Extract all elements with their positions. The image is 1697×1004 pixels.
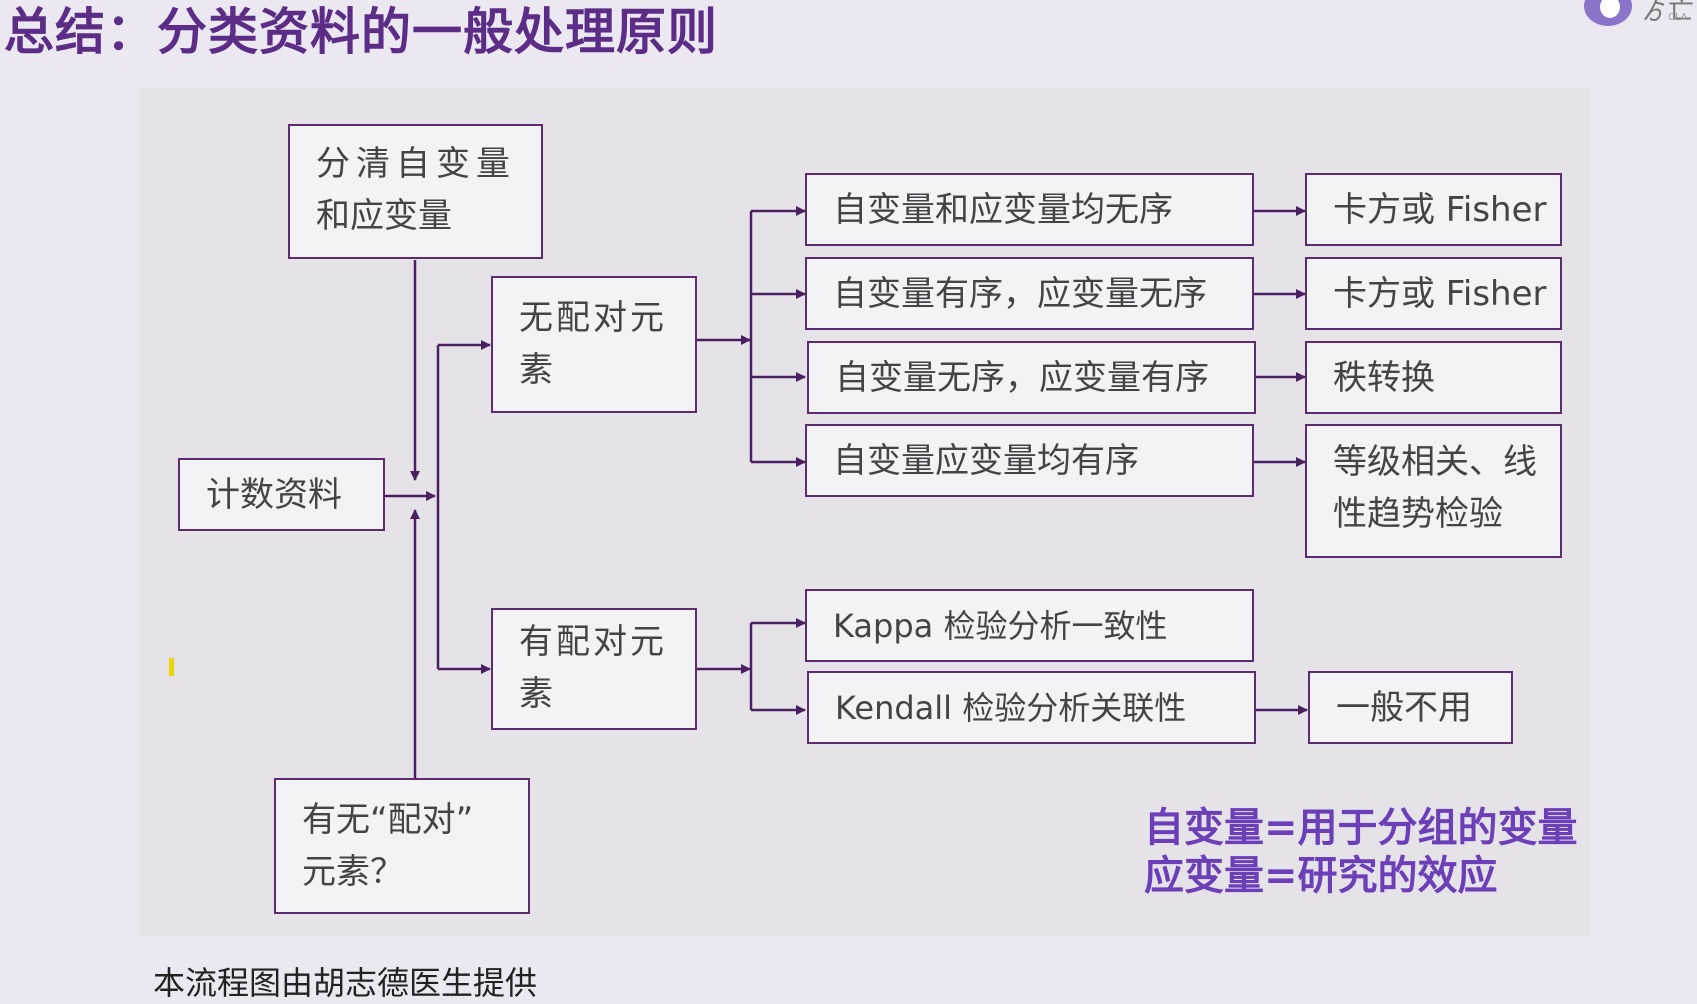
box-has-pairs: 有无“配对” 元素？ — [274, 778, 530, 914]
footer-credit: 本流程图由胡志德医生提供 — [153, 964, 538, 1002]
box-text-line: 自变量和应变量均无序 — [833, 189, 1173, 230]
box-paired-method: 一般不用 — [1308, 671, 1513, 744]
box-unpaired-case-3: 自变量无序，应变量有序 — [807, 341, 1256, 414]
box-text-line: 自变量有序，应变量无序 — [833, 273, 1207, 314]
brand-logo-text: ゟ亡 — [1642, 0, 1695, 26]
box-unpaired-case-4: 自变量应变量均有序 — [805, 424, 1254, 497]
box-text-line: 等级相关、线 — [1333, 442, 1537, 482]
box-unpaired-case-1: 自变量和应变量均无序 — [805, 173, 1254, 246]
box-method-4: 等级相关、线 性趋势检验 — [1305, 424, 1562, 558]
box-method-2: 卡方或 Fisher — [1305, 257, 1562, 330]
text-cursor — [169, 658, 174, 676]
box-text-line: 有配对元 — [519, 622, 667, 662]
box-text-line: Kendall 检验分析关联性 — [835, 688, 1187, 727]
box-paired: 有配对元 素 — [491, 608, 697, 730]
box-text-line: 秩转换 — [1333, 357, 1435, 398]
box-text-line: 无配对元 — [519, 298, 667, 338]
box-no-pair: 无配对元 素 — [491, 276, 697, 413]
box-text-line: 一般不用 — [1336, 687, 1472, 728]
box-count-data: 计数资料 — [178, 458, 385, 531]
box-text-line: 元素？ — [302, 852, 404, 892]
box-text-line: 有无“配对” — [302, 800, 474, 840]
box-text-line: 计数资料 — [206, 474, 342, 515]
slide-title: 总结：分类资料的一般处理原则 — [4, 3, 718, 61]
definition-notes: 自变量=用于分组的变量 应变量=研究的效应 — [1144, 804, 1578, 900]
box-text-line: 素 — [519, 350, 553, 390]
box-paired-case-1: Kappa 检验分析一致性 — [805, 589, 1254, 662]
box-method-1: 卡方或 Fisher — [1305, 173, 1562, 246]
box-text-line: 素 — [519, 674, 553, 714]
box-paired-case-2: Kendall 检验分析关联性 — [807, 671, 1256, 744]
note-dependent: 应变量=研究的效应 — [1144, 853, 1498, 899]
box-text-line: 分清自变量 — [316, 144, 516, 184]
box-method-3: 秩转换 — [1305, 341, 1562, 414]
box-unpaired-case-2: 自变量有序，应变量无序 — [805, 257, 1254, 330]
box-text-line: 卡方或 Fisher — [1333, 189, 1547, 230]
box-text-line: 自变量无序，应变量有序 — [835, 357, 1209, 398]
box-text-line: 自变量应变量均有序 — [833, 440, 1139, 481]
note-independent: 自变量=用于分组的变量 — [1144, 805, 1578, 851]
box-text-line: 卡方或 Fisher — [1333, 273, 1547, 314]
box-text-line: 和应变量 — [316, 196, 452, 236]
box-text-line: 性趋势检验 — [1333, 494, 1503, 534]
box-independent-dependent: 分清自变量 和应变量 — [288, 124, 543, 259]
brand-logo-inner — [1600, 0, 1620, 18]
box-text-line: Kappa 检验分析一致性 — [833, 606, 1168, 645]
brand-logo-subtext: CLA — [1668, 12, 1688, 23]
